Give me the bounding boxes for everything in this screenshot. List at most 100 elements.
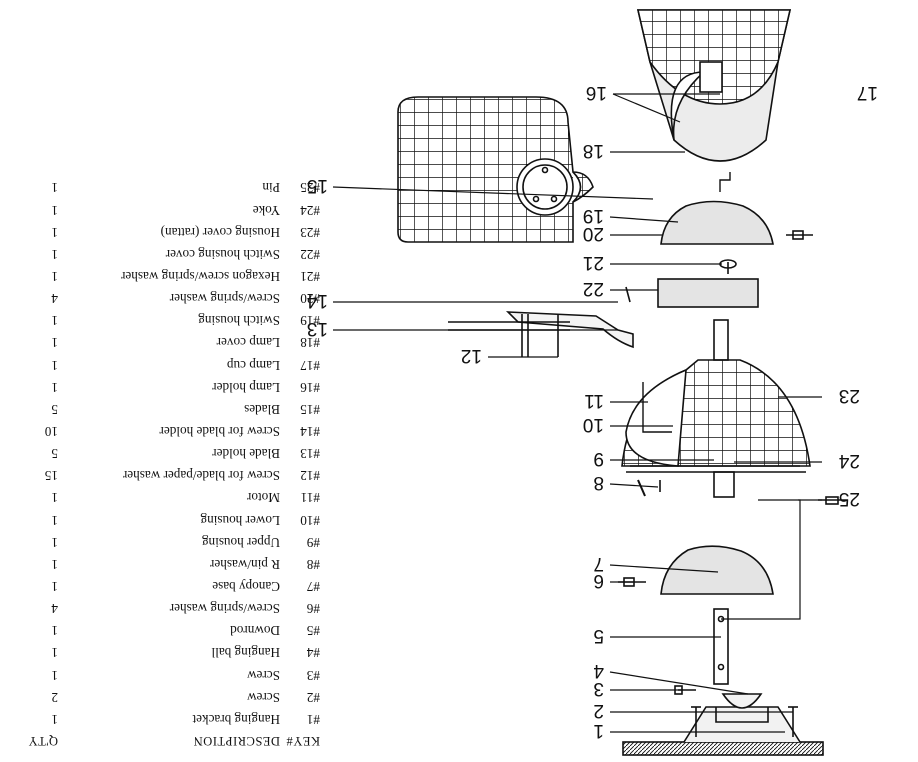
header-qty: Q'TY bbox=[28, 734, 58, 749]
part-key: #11 bbox=[300, 490, 320, 506]
canopy-base bbox=[660, 545, 774, 595]
part-key: #23 bbox=[300, 224, 320, 240]
part-qty: 1 bbox=[51, 335, 58, 351]
leader-lines bbox=[332, 93, 822, 733]
callout-11: 11 bbox=[584, 390, 604, 411]
part-qty: 1 bbox=[51, 578, 58, 594]
part-description: Screw bbox=[247, 667, 280, 683]
part-qty: 1 bbox=[51, 180, 58, 196]
shaft bbox=[713, 319, 729, 361]
part-qty: 1 bbox=[51, 313, 58, 329]
callout-16: 16 bbox=[586, 82, 607, 103]
part-key: #2 bbox=[306, 689, 320, 705]
part-key: #4 bbox=[306, 645, 320, 661]
switch-housing-screw bbox=[786, 230, 813, 240]
part-key: #20 bbox=[300, 291, 320, 307]
parts-row: #3 Screw 1 bbox=[24, 663, 320, 685]
part-key: #12 bbox=[300, 468, 320, 484]
part-qty: 4 bbox=[51, 601, 58, 617]
part-qty: 1 bbox=[51, 357, 58, 373]
callout-2: 2 bbox=[593, 700, 604, 721]
callout-5: 5 bbox=[593, 625, 604, 646]
part-description: R pin/washer bbox=[210, 556, 280, 572]
part-key: #5 bbox=[306, 623, 320, 639]
part-qty: 1 bbox=[51, 711, 58, 727]
part-description: Screw/spring washer bbox=[169, 291, 280, 307]
part-qty: 1 bbox=[51, 534, 58, 550]
part-qty: 1 bbox=[51, 490, 58, 506]
lamp-connector bbox=[719, 172, 731, 192]
parts-row: #12 Screw for blade/paper washer 15 bbox=[24, 464, 320, 486]
part-qty: 1 bbox=[51, 556, 58, 572]
part-key: #18 bbox=[300, 335, 320, 351]
lamp-holder bbox=[699, 61, 723, 93]
callout-15: 15 bbox=[307, 175, 328, 196]
part-qty: 15 bbox=[44, 468, 58, 484]
part-key: #13 bbox=[300, 446, 320, 462]
part-description: Screw bbox=[247, 689, 280, 705]
parts-row: #15 Blades 5 bbox=[24, 398, 320, 420]
blade-holder bbox=[505, 311, 634, 349]
part-qty: 1 bbox=[51, 645, 58, 661]
pin-25 bbox=[818, 496, 848, 505]
part-description: Housing cover (rattan) bbox=[160, 224, 280, 240]
part-description: Screw for blade/paper washer bbox=[122, 468, 280, 484]
part-key: #3 bbox=[306, 667, 320, 683]
callout-labels: 1 2 3 4 5 6 7 8 9 10 11 12 13 14 15 16 1… bbox=[306, 82, 878, 741]
part-description: Canopy base bbox=[212, 578, 280, 594]
part-qty: 1 bbox=[51, 512, 58, 528]
callout-25: 25 bbox=[839, 488, 860, 509]
part-description: Blades bbox=[244, 401, 280, 417]
part-description: Lower housing bbox=[200, 512, 280, 528]
ceiling-hatch bbox=[622, 741, 824, 756]
part-description: Pin bbox=[262, 180, 280, 196]
callout-19: 19 bbox=[583, 205, 604, 226]
part-description: Lamp holder bbox=[212, 379, 280, 395]
hanging-ball bbox=[721, 693, 763, 709]
part-key: #24 bbox=[300, 202, 320, 218]
part-description: Upper housing bbox=[201, 534, 280, 550]
parts-row: #9 Upper housing 1 bbox=[24, 531, 320, 553]
parts-row: #7 Canopy base 1 bbox=[24, 575, 320, 597]
parts-table-header: KEY# DESCRIPTION Q'TY bbox=[24, 730, 320, 752]
parts-row: #17 Lamp cup 1 bbox=[24, 353, 320, 375]
r-pin bbox=[637, 479, 646, 497]
callout-17: 17 bbox=[857, 82, 878, 103]
part-key: #14 bbox=[300, 423, 320, 439]
part-key: #9 bbox=[306, 534, 320, 550]
part-key: #7 bbox=[306, 578, 320, 594]
callout-14: 14 bbox=[306, 290, 328, 311]
part-description: Lamp cup bbox=[226, 357, 280, 373]
lower-housing-cutout bbox=[625, 368, 687, 467]
blade-screws bbox=[521, 314, 559, 357]
switch-housing-cover bbox=[657, 278, 759, 308]
part-key: #16 bbox=[300, 379, 320, 395]
callout-9: 9 bbox=[593, 448, 604, 469]
part-key: #17 bbox=[300, 357, 320, 373]
part-key: #15 bbox=[300, 401, 320, 417]
part-qty: 1 bbox=[51, 667, 58, 683]
wire bbox=[721, 499, 801, 620]
part-qty: 4 bbox=[51, 291, 58, 307]
blade-hub bbox=[516, 158, 574, 216]
callout-10: 10 bbox=[583, 414, 604, 435]
part-qty: 5 bbox=[51, 401, 58, 417]
callout-18: 18 bbox=[583, 140, 604, 161]
part-description: Switch housing cover bbox=[165, 246, 280, 262]
downrod bbox=[713, 608, 729, 685]
part-qty: 2 bbox=[51, 689, 58, 705]
part-description: Hexagon screw/spring washer bbox=[121, 268, 280, 284]
